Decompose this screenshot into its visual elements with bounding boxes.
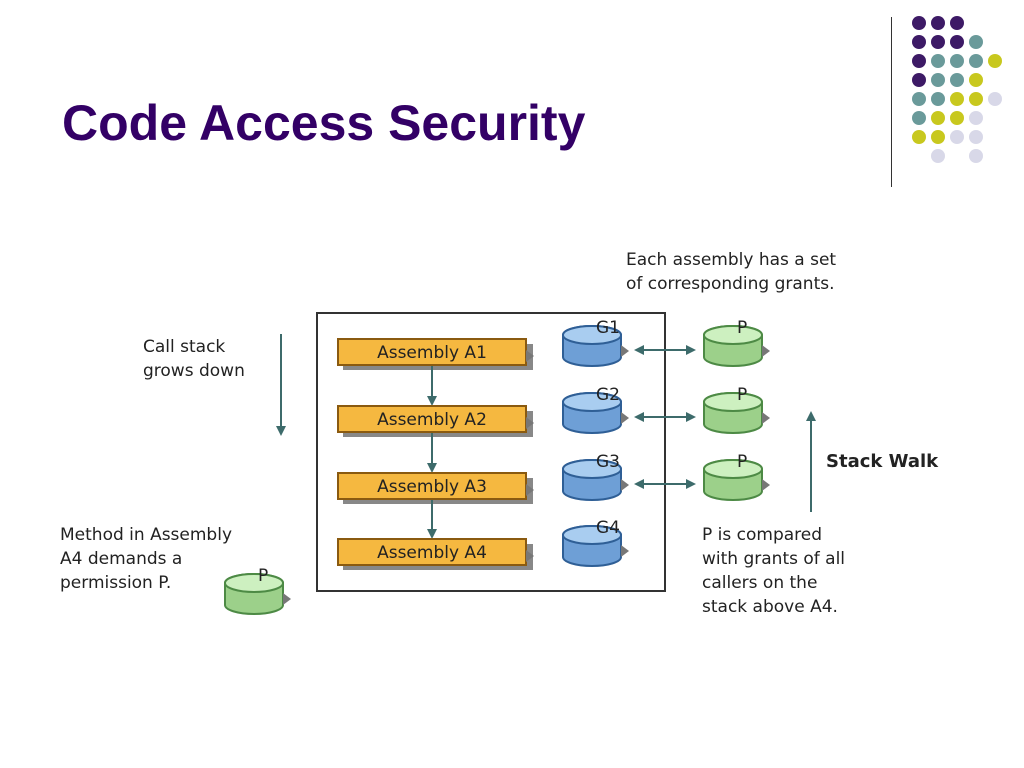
decorative-dot — [931, 92, 945, 106]
decorative-dot — [912, 130, 926, 144]
cylinder-top — [562, 392, 622, 412]
cylinder-shadow — [762, 345, 770, 357]
call-stack-note: Call stack grows down — [143, 337, 245, 381]
assembly-box-shadow-notch — [526, 417, 534, 429]
decorative-dot — [950, 16, 964, 30]
decorative-dot — [950, 54, 964, 68]
assembly-label: Assembly A2 — [377, 410, 487, 430]
decorative-dot — [969, 92, 983, 106]
cylinder-shadow — [621, 479, 629, 491]
decorative-dot — [931, 111, 945, 125]
demanded-permission-label: P — [258, 566, 268, 586]
assembly-box-shadow-notch — [526, 550, 534, 562]
cylinder-top — [224, 573, 284, 593]
title-divider — [891, 17, 892, 187]
cylinder-top — [703, 392, 763, 412]
permission-cylinder: P — [703, 318, 770, 367]
decorative-dot — [912, 92, 926, 106]
cylinder-shadow — [621, 345, 629, 357]
decorative-dot — [969, 111, 983, 125]
assembly-label: Assembly A1 — [377, 343, 487, 363]
compare-note: P is compared with grants of all callers… — [702, 525, 846, 617]
grant-label: G2 — [596, 385, 620, 405]
cylinder-top — [703, 459, 763, 479]
cylinder-shadow — [762, 479, 770, 491]
decorative-dot-grid — [0, 0, 1024, 200]
assembly-box-shadow-notch — [526, 350, 534, 362]
decorative-dot — [950, 130, 964, 144]
grants-note: Each assembly has a set of corresponding… — [626, 250, 837, 294]
assembly-label: Assembly A4 — [377, 543, 487, 563]
decorative-dot — [969, 73, 983, 87]
permission-label: P — [737, 318, 747, 338]
stack-walk-label: Stack Walk — [826, 451, 939, 472]
permission-label: P — [737, 385, 747, 405]
decorative-dot — [912, 16, 926, 30]
grant-cylinder: G2 — [562, 385, 629, 434]
permission-cylinder: P — [703, 452, 770, 501]
cylinder-top — [562, 525, 622, 545]
decorative-dot — [931, 130, 945, 144]
method-note: Method in Assembly A4 demands a permissi… — [60, 525, 233, 593]
grant-label: G1 — [596, 318, 620, 338]
grant-cylinder: G4 — [562, 518, 629, 567]
cylinder-shadow — [621, 545, 629, 557]
decorative-dot — [931, 149, 945, 163]
cylinder-shadow — [621, 412, 629, 424]
decorative-dot — [931, 35, 945, 49]
assembly-box — [337, 538, 527, 566]
permission-label: P — [737, 452, 747, 472]
decorative-dot — [931, 73, 945, 87]
decorative-dot — [912, 73, 926, 87]
cylinder-shadow — [283, 593, 291, 605]
decorative-dot — [950, 111, 964, 125]
grant-label: G3 — [596, 452, 620, 472]
permission-cylinder: P — [703, 385, 770, 434]
decorative-dot — [988, 54, 1002, 68]
decorative-dot — [912, 111, 926, 125]
decorative-dot — [912, 54, 926, 68]
cylinder-top — [703, 325, 763, 345]
assembly-box-shadow-notch — [526, 484, 534, 496]
cylinder-top — [562, 459, 622, 479]
decorative-dot — [931, 16, 945, 30]
decorative-dot — [912, 35, 926, 49]
demanded-permission-cylinder: P — [224, 566, 291, 615]
decorative-dot — [988, 92, 1002, 106]
assembly-box — [337, 338, 527, 366]
cylinder-shadow — [762, 412, 770, 424]
grant-cylinder: G3 — [562, 452, 629, 501]
grant-label: G4 — [596, 518, 620, 538]
decorative-dot — [969, 149, 983, 163]
decorative-dot — [969, 130, 983, 144]
cylinder-top — [562, 325, 622, 345]
decorative-dot — [969, 35, 983, 49]
assembly-box — [337, 405, 527, 433]
decorative-dot — [950, 92, 964, 106]
slide-title: Code Access Security — [62, 95, 586, 151]
grant-cylinder: G1 — [562, 318, 629, 367]
assembly-label: Assembly A3 — [377, 477, 487, 497]
decorative-dot — [931, 54, 945, 68]
decorative-dot — [950, 73, 964, 87]
decorative-dot — [950, 35, 964, 49]
assembly-box — [337, 472, 527, 500]
decorative-dot — [969, 54, 983, 68]
